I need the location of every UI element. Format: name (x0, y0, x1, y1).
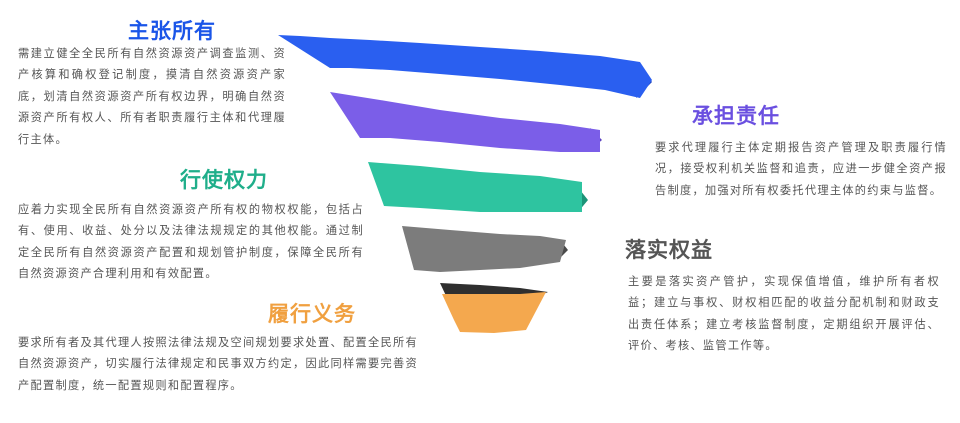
funnel-band-1 (278, 35, 652, 98)
funnel-band-3 (368, 162, 582, 212)
heading-power: 行使权力 (180, 168, 268, 192)
funnel-band-4 (402, 226, 566, 272)
heading-benefits: 落实权益 (625, 238, 713, 262)
heading-ownership: 主张所有 (128, 19, 216, 43)
text-benefits: 主要是落实资产管护，实现保值增值，维护所有者权益；建立与事权、财权相匹配的收益分… (628, 275, 940, 353)
funnel-band-6 (442, 292, 546, 333)
funnel-band-2 (330, 92, 600, 152)
text-ownership: 需建立健全全民所有自然资源资产调查监测、资产核算和确权登记制度，摸清自然资源资产… (18, 47, 286, 146)
heading-responsibility: 承担责任 (692, 104, 780, 128)
heading-obligations: 履行义务 (268, 302, 356, 326)
text-obligations: 要求所有者及其代理人按照法律法规及空间规划要求处置、配置全民所有自然资源资产，切… (18, 336, 418, 392)
text-responsibility: 要求代理履行主体定期报告资产管理及职责履行情况，接受权利机关监督和追责，应进一步… (655, 141, 947, 197)
text-power: 应着力实现全民所有自然资源资产所有权的物权权能，包括占有、使用、收益、处分以及法… (18, 203, 364, 281)
